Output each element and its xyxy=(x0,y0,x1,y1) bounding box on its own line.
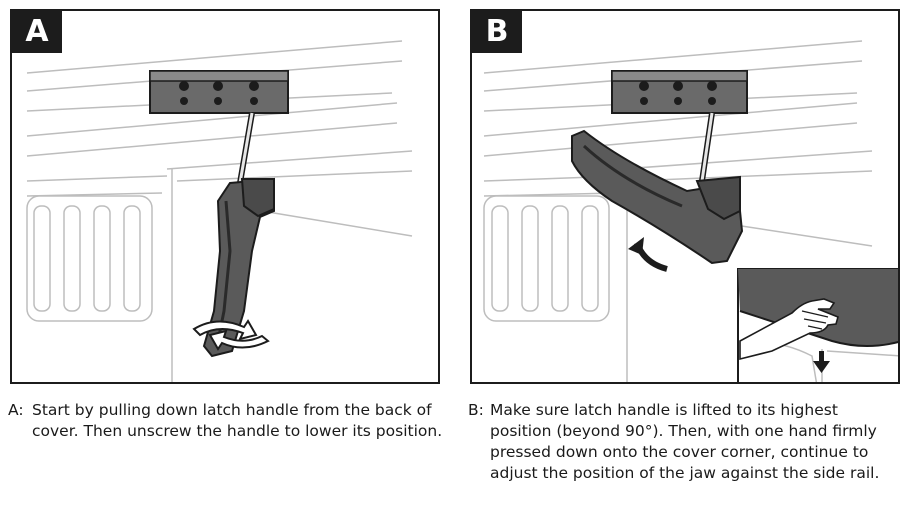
down-arrow-icon xyxy=(813,351,830,373)
panel-a-badge: A xyxy=(12,11,62,53)
rotate-arrows-icon xyxy=(192,319,270,351)
panel-b: B xyxy=(470,9,900,384)
panel-a: A xyxy=(10,9,440,384)
vent-slots xyxy=(483,195,610,322)
latch-handle xyxy=(571,129,744,265)
vent-slots xyxy=(26,195,153,322)
caption-b-label: B: xyxy=(468,401,484,419)
caption-b-text: Make sure latch handle is lifted to its … xyxy=(490,401,880,482)
panel-a-illustration xyxy=(26,40,413,382)
curved-arrow-icon xyxy=(628,237,668,272)
panel-b-badge: B xyxy=(472,11,522,53)
cover-corner-inset xyxy=(737,268,898,382)
mount-bracket xyxy=(149,70,289,114)
mount-bracket xyxy=(611,70,748,114)
hand-icon xyxy=(739,298,839,361)
caption-a-text: Start by pulling down latch handle from … xyxy=(32,401,443,440)
latch-handle xyxy=(202,177,275,358)
panel-b-illustration xyxy=(483,40,898,382)
caption-a: A: Start by pulling down latch handle fr… xyxy=(8,400,448,442)
caption-b: B: Make sure latch handle is lifted to i… xyxy=(468,400,904,484)
caption-a-label: A: xyxy=(8,401,24,419)
